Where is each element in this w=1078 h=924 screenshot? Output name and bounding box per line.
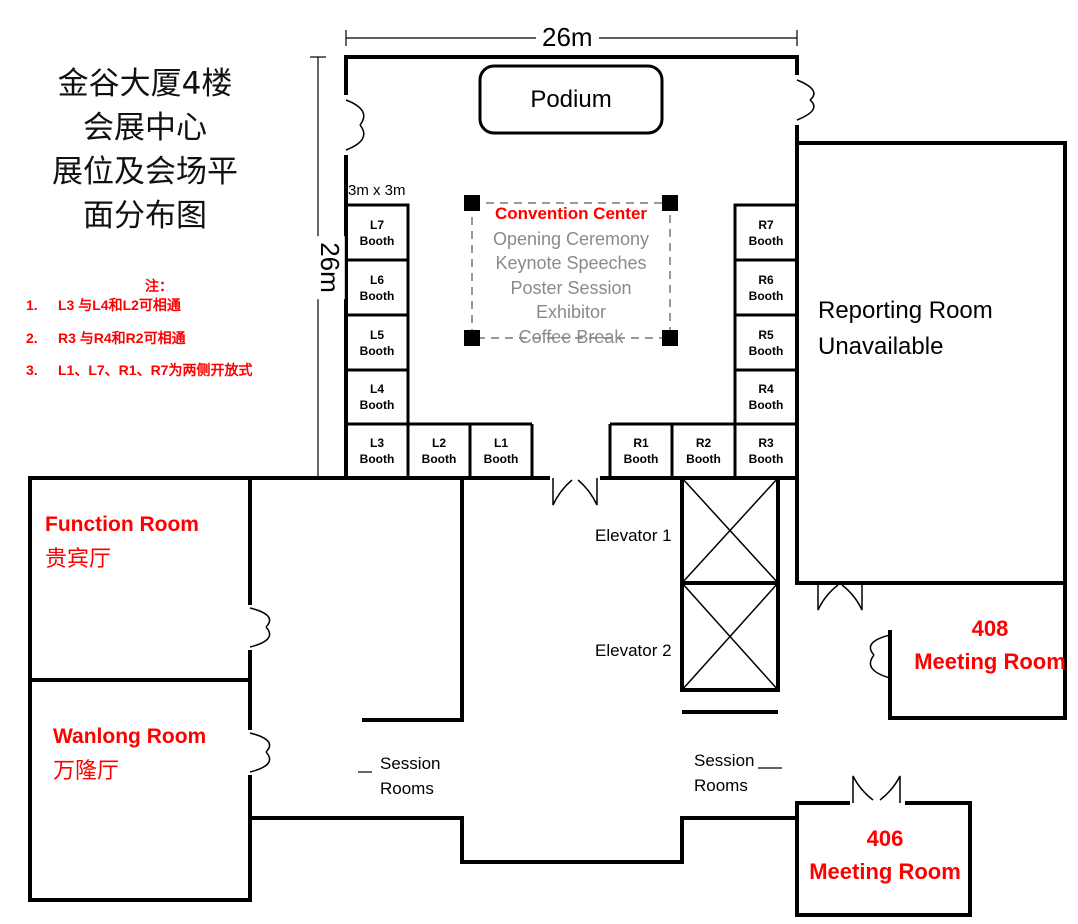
convention-center: Convention Center Opening Ceremony Keyno…: [472, 202, 670, 349]
convention-item: Keynote Speeches: [495, 253, 647, 273]
door-icons: [249, 79, 901, 803]
page-title: 金谷大厦4楼 会展中心 展位及会场平 面分布图: [20, 62, 270, 238]
title-line: 会展中心: [83, 110, 207, 146]
convention-item: Poster Session: [510, 277, 632, 298]
convention-item: Opening Ceremony: [492, 228, 650, 249]
convention-title: Convention Center: [494, 204, 648, 223]
note-item: 1.L3 与L4和L2可相通: [26, 297, 181, 313]
podium-box: [478, 64, 664, 135]
podium-label: Podium: [530, 86, 612, 113]
height-dimension: 26m: [313, 236, 345, 299]
notes-heading: 注：: [145, 278, 173, 294]
title-line: 展位及会场平: [52, 154, 238, 190]
pillar-icons: [464, 195, 678, 346]
elevator-2-label: Elevator 2: [595, 641, 672, 660]
convention-item: Exhibitor: [535, 302, 607, 322]
elevator-cross-icon: [681, 477, 779, 691]
note-item: 2.R3 与R4和R2可相通: [26, 330, 186, 346]
booth-size-label: 3m x 3m: [348, 182, 406, 199]
wanlong-room: Wanlong Room 万隆厅: [53, 725, 207, 783]
elevator-1-label: Elevator 1: [595, 526, 672, 545]
title-line: 面分布图: [83, 198, 207, 234]
width-dimension: 26m: [536, 22, 599, 53]
note-item: 3.L1、L7、R1、R7为两侧开放式: [26, 362, 253, 378]
convention-item: Coffee Break: [518, 326, 624, 347]
title-line: 金谷大厦4楼: [57, 66, 233, 102]
function-room: Function Room 贵宾厅: [45, 513, 199, 571]
convention-area: [471, 202, 671, 339]
hall-top-wall: [344, 55, 799, 95]
